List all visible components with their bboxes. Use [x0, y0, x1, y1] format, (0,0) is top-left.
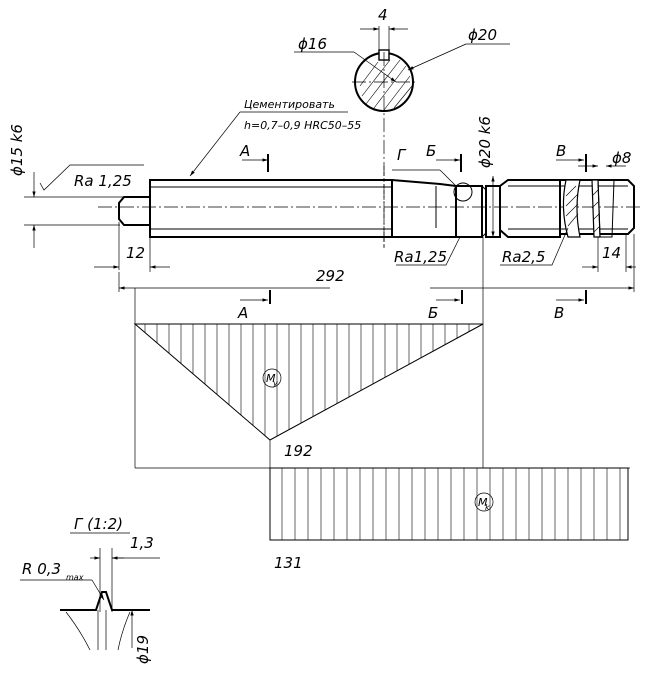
- small-dia-dim: ϕ8: [578, 149, 631, 168]
- detail-g-marker: [453, 182, 473, 202]
- roughness-marks: Ra1,25 Ra2,5: [394, 227, 569, 266]
- detail-radius-sub: max: [66, 573, 84, 582]
- shaft-main-view: [98, 166, 640, 250]
- detail-offset-label: 1,3: [130, 534, 154, 552]
- torque-rect: [269, 467, 629, 541]
- section-g-label: Г: [397, 146, 407, 164]
- left-journal-dia-label: ϕ15 k6: [8, 124, 26, 176]
- bending-moment-triangle: [133, 323, 484, 441]
- section-a-bottom: А: [237, 304, 248, 322]
- heat-treatment-label: Цементировать: [244, 98, 335, 111]
- torque-symbol: M: [478, 496, 488, 509]
- dim-14: 14: [582, 234, 636, 272]
- keyway-section: 4 ϕ16 ϕ20: [294, 6, 510, 250]
- bending-moment-hatch: [144, 324, 482, 437]
- section-a-top: А: [239, 142, 250, 160]
- roughness-mid-label: Ra1,25: [394, 248, 447, 266]
- right-journal-dia-label: ϕ20 k6: [476, 116, 494, 168]
- heat-treatment-note: Цементировать h=0,7–0,9 HRC50–55: [189, 98, 361, 177]
- keyway-width-label: 4: [378, 6, 388, 24]
- section-v-top: В: [556, 142, 566, 160]
- keyway-inner-dia-label: ϕ16: [298, 35, 327, 53]
- small-dia-label: ϕ8: [612, 149, 631, 167]
- detail-g: Г (1:2) 1,3 R 0,3 max ϕ19: [20, 515, 160, 664]
- bending-moment-max-label: 192: [284, 442, 313, 460]
- torque-diagram: M k 131: [269, 467, 629, 572]
- torque-subscript: k: [485, 503, 490, 512]
- section-b-bottom: Б: [428, 304, 438, 322]
- detail-title: Г (1:2): [74, 515, 123, 533]
- case-depth-label: h=0,7–0,9 HRC50–55: [244, 119, 361, 132]
- keyway-hatch: [359, 59, 413, 111]
- roughness-right-label: Ra2,5: [502, 248, 545, 266]
- detail-radius-label: R 0,3: [22, 560, 61, 578]
- section-v-bottom: В: [554, 304, 564, 322]
- len-12-label: 12: [126, 244, 145, 262]
- len-14-label: 14: [602, 244, 621, 262]
- torque-value-label: 131: [274, 554, 303, 572]
- total-length-label: 292: [316, 267, 345, 285]
- left-roughness-label: Ra 1,25: [74, 172, 132, 190]
- left-journal-dim: ϕ15 k6 Ra 1,25: [8, 124, 150, 248]
- bending-moment-subscript: y: [272, 379, 278, 388]
- dim-12: 12: [94, 222, 170, 272]
- section-b-top: Б: [426, 142, 436, 160]
- torque-hatch: [281, 468, 621, 540]
- bending-moment-diagram: M y 192: [133, 237, 630, 469]
- detail-diameter-label: ϕ19: [134, 635, 152, 664]
- right-hatch: [562, 179, 615, 238]
- bending-moment-symbol: M: [266, 372, 276, 385]
- keyway-outer-dia-label: ϕ20: [468, 26, 497, 44]
- section-markers: А Б В Г А Б В: [237, 142, 587, 322]
- dim-292: 292: [118, 234, 635, 292]
